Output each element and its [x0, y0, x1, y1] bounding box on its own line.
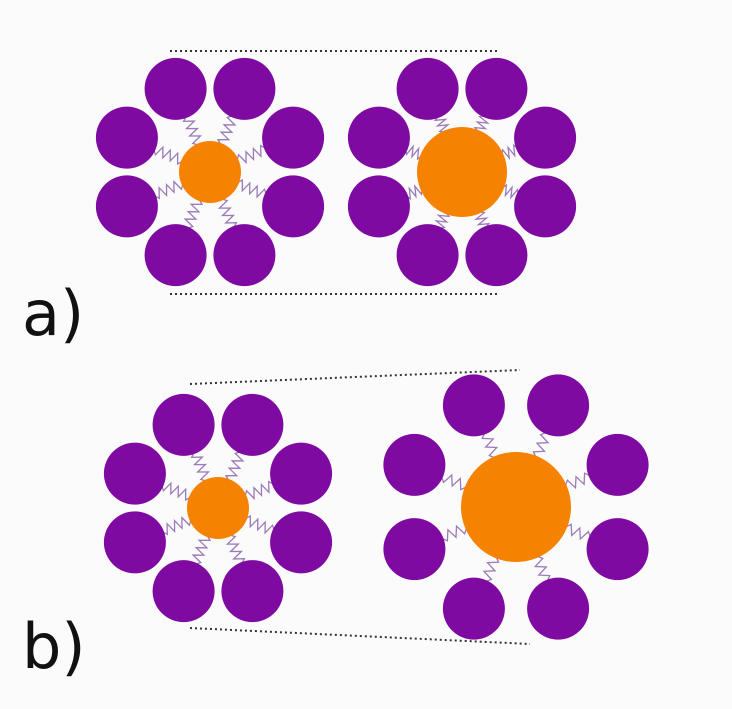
ring-particle-0: [396, 57, 459, 120]
ring-particle-3: [514, 175, 577, 238]
ring-particle-5: [442, 577, 505, 640]
ring-particle-6: [383, 518, 446, 581]
spring-3: [244, 514, 276, 535]
ring-particle-4: [213, 224, 276, 287]
spring-6: [440, 524, 468, 542]
spring-7: [160, 481, 192, 502]
panel-b-large-cluster: [383, 374, 649, 640]
ring-particle-7: [95, 106, 158, 169]
panel-a-small-cluster: [95, 57, 325, 287]
spring-7: [152, 145, 184, 166]
ring-particle-6: [95, 175, 158, 238]
spring-7: [404, 144, 423, 161]
spring-1: [216, 114, 237, 146]
core-particle: [417, 127, 507, 217]
ring-particle-7: [103, 442, 166, 505]
ring-particle-6: [347, 175, 410, 238]
panel-a-large-cluster: [347, 57, 577, 287]
ring-particle-3: [586, 518, 649, 581]
ring-particle-3: [262, 175, 325, 238]
ring-particle-1: [527, 374, 590, 437]
ring-particle-7: [347, 106, 410, 169]
ring-particle-4: [221, 560, 284, 623]
spring-4: [473, 211, 491, 229]
ring-particle-7: [383, 433, 446, 496]
ring-particle-1: [213, 57, 276, 120]
spring-3: [236, 178, 268, 199]
spring-6: [153, 179, 184, 200]
ring-particle-1: [465, 57, 528, 120]
spring-6: [161, 515, 192, 536]
panel-b-label: b): [22, 610, 86, 683]
core-particle: [179, 141, 241, 203]
ring-particle-2: [586, 433, 649, 496]
core-particle: [187, 477, 249, 539]
panel-b: b): [22, 369, 649, 683]
panel-b-bottom-guide-line: [189, 627, 531, 645]
spring-5: [482, 555, 500, 583]
panel-a-label: a): [22, 277, 84, 350]
ring-particle-0: [152, 393, 215, 456]
spring-0: [190, 451, 211, 482]
spring-3: [564, 523, 592, 541]
panel-b-small-cluster: [103, 393, 333, 623]
spring-4: [217, 198, 238, 229]
spring-5: [434, 211, 451, 230]
panel-a: a): [22, 50, 577, 350]
spring-5: [183, 198, 204, 230]
spring-2: [564, 472, 592, 490]
ring-particle-5: [396, 224, 459, 287]
spring-5: [191, 534, 212, 566]
ring-particle-5: [144, 224, 207, 287]
ring-particle-2: [262, 106, 325, 169]
ring-particle-4: [465, 224, 528, 287]
ring-particle-0: [144, 57, 207, 120]
spring-2: [236, 144, 267, 165]
ring-particle-0: [442, 374, 505, 437]
ring-particle-2: [514, 106, 577, 169]
ring-particle-1: [221, 393, 284, 456]
spring-2: [244, 480, 275, 501]
spring-7: [440, 473, 468, 491]
spring-4: [533, 555, 551, 583]
spring-0: [182, 115, 203, 146]
spring-6: [405, 183, 423, 201]
spring-2: [501, 143, 519, 161]
spring-0: [433, 115, 451, 133]
spring-0: [481, 431, 499, 459]
spring-1: [224, 450, 245, 482]
spring-1: [473, 114, 490, 133]
panel-b-top-guide-line: [189, 369, 521, 385]
ring-particle-6: [103, 511, 166, 574]
spring-3: [501, 183, 520, 200]
ring-particle-3: [270, 511, 333, 574]
ring-particle-5: [152, 560, 215, 623]
core-particle: [461, 452, 571, 562]
ring-particle-4: [527, 577, 590, 640]
spring-4: [225, 534, 246, 565]
ring-particle-2: [270, 442, 333, 505]
spring-1: [532, 431, 550, 459]
